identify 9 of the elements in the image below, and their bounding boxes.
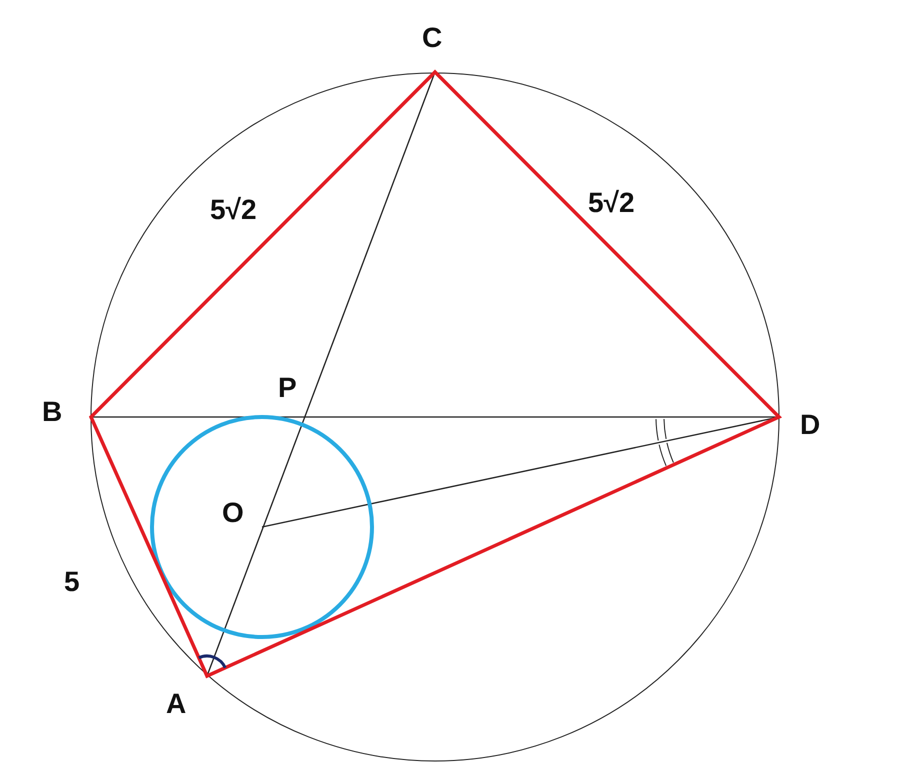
vertex-label: B (42, 398, 62, 426)
side-length-label: 5 (64, 568, 80, 596)
point-label: O (222, 499, 244, 527)
vertex-label: C (422, 24, 442, 52)
vertex-label: P (278, 374, 297, 402)
vertex-label: D (800, 411, 820, 439)
vertex-label: A (166, 690, 186, 718)
side-length-label: 5√2 (210, 196, 257, 224)
side-length-label: 5√2 (588, 189, 635, 217)
